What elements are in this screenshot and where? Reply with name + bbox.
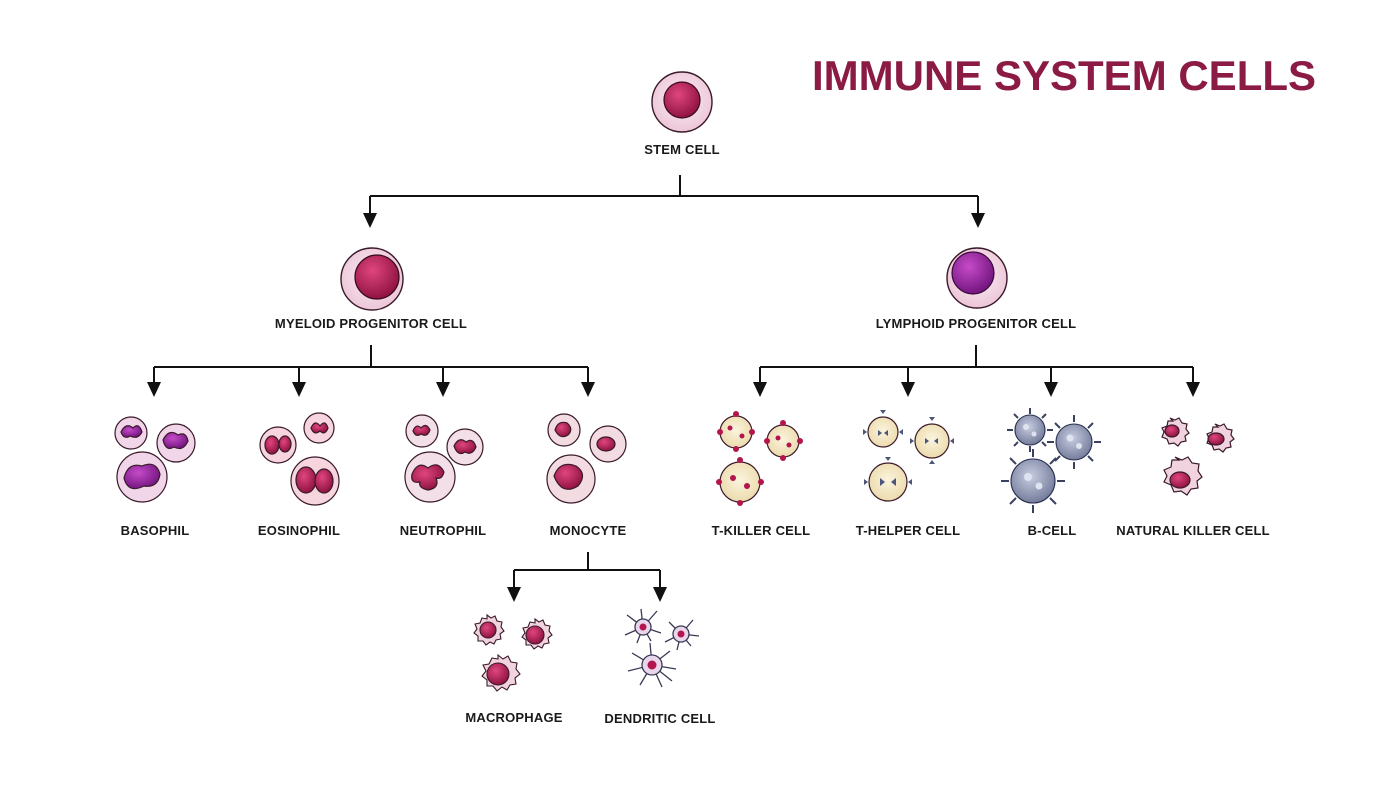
stem-cell-icon (651, 71, 713, 133)
myeloid-progenitor-label: MYELOID PROGENITOR CELL (274, 316, 468, 331)
t-helper-cell-label: T-HELPER CELL (855, 523, 961, 538)
monocyte-label: MONOCYTE (549, 523, 627, 538)
lymphoid-progenitor-label: LYMPHOID PROGENITOR CELL (875, 316, 1077, 331)
neutrophil-label: NEUTROPHIL (399, 523, 487, 538)
macrophage-icon (473, 613, 553, 692)
b-cell-label: B-CELL (1027, 523, 1077, 538)
lymphoid-progenitor-icon (946, 247, 1008, 309)
stem-cell-label: STEM CELL (644, 142, 720, 157)
basophil-label: BASOPHIL (120, 523, 190, 538)
basophil-icon (114, 416, 196, 503)
dendritic-cell-label: DENDRITIC CELL (604, 711, 716, 726)
diagram-title: IMMUNE SYSTEM CELLS (812, 52, 1317, 99)
b-cell-icon (1001, 408, 1101, 513)
connector-lines (154, 175, 1193, 571)
monocyte-icon (546, 413, 627, 504)
natural-killer-cell-label: NATURAL KILLER CELL (1116, 523, 1270, 538)
macrophage-label: MACROPHAGE (465, 710, 563, 725)
t-killer-cell-label: T-KILLER CELL (711, 523, 811, 538)
connector-arrows (147, 213, 1200, 602)
myeloid-progenitor-icon (340, 247, 404, 311)
dendritic-cell-icon (624, 608, 700, 688)
eosinophil-label: EOSINOPHIL (257, 523, 341, 538)
t-killer-cell-icon (716, 411, 803, 506)
t-helper-cell-icon (863, 410, 954, 502)
neutrophil-icon (404, 414, 484, 503)
eosinophil-icon (259, 412, 340, 506)
natural-killer-cell-icon (1161, 417, 1235, 496)
